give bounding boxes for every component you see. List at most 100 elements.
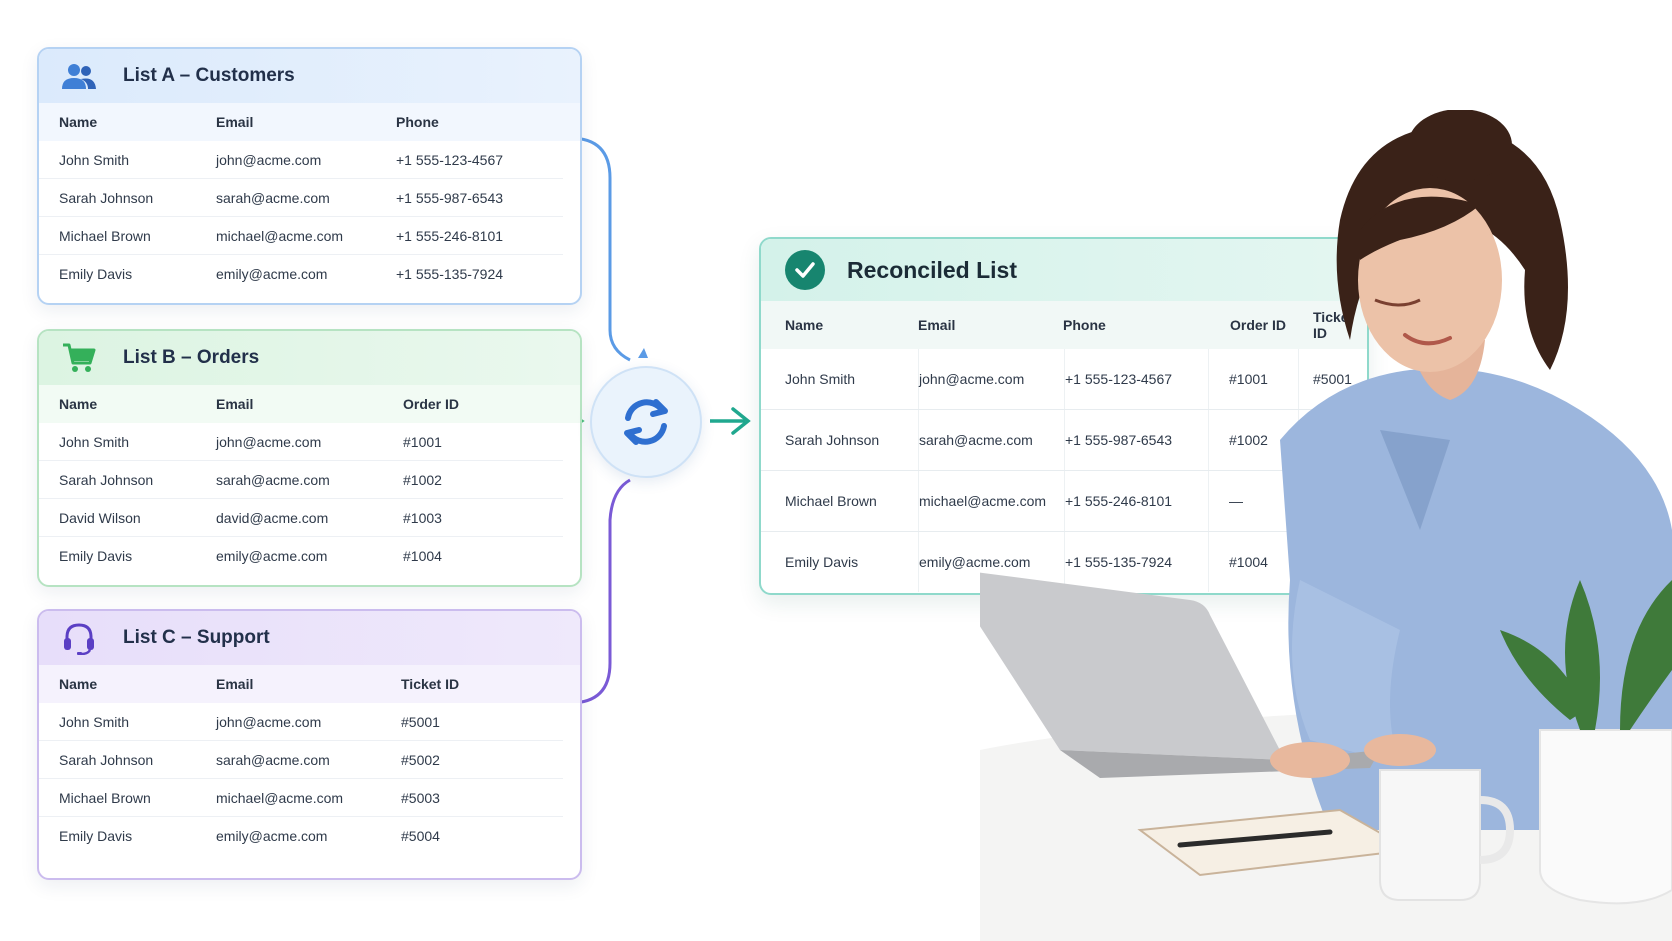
laptop-screen <box>980 572 1285 760</box>
reconciled-header: Reconciled List <box>761 239 1367 301</box>
cell-email: michael@acme.com <box>216 789 344 806</box>
cell-name: John Smith <box>59 433 130 450</box>
cell-name: Sarah Johnson <box>59 751 154 768</box>
cell-email: john@acme.com <box>216 151 322 168</box>
plant-pot <box>1539 729 1672 905</box>
table-row: David Wilson david@acme.com #1003 <box>39 499 563 537</box>
table-row: John Smith john@acme.com #5001 <box>39 703 563 741</box>
cell-name: John Smith <box>761 349 919 409</box>
column-header-order-id: Order ID <box>403 396 460 412</box>
table-row: Michael Brown michael@acme.com +1 555-24… <box>39 217 563 255</box>
cell-email: sarah@acme.com <box>216 471 330 488</box>
table-row: Michael Brown michael@acme.com +1 555-24… <box>761 471 1352 532</box>
list-c-column-headers: Name Email Ticket ID <box>39 665 580 703</box>
table-row: Emily Davis emily@acme.com #1004 <box>39 537 563 574</box>
table-row: Sarah Johnson sarah@acme.com +1 555-987-… <box>39 179 563 217</box>
cell-email: sarah@acme.com <box>216 189 330 206</box>
cell-phone: +1 555-246-8101 <box>1065 471 1209 531</box>
column-header-email: Email <box>216 114 254 130</box>
table-row: Sarah Johnson sarah@acme.com +1 555-987-… <box>761 410 1352 471</box>
check-icon <box>785 250 825 290</box>
cell-email: john@acme.com <box>216 713 322 730</box>
cell-ticket-id: #5003 <box>401 789 440 806</box>
plant-leaves <box>1500 580 1672 730</box>
cell-order-id: #1004 <box>403 547 442 564</box>
cell-ticket-id: #5001 <box>1313 371 1352 387</box>
column-header-phone: Phone <box>396 114 439 130</box>
list-a-title: List A – Customers <box>123 65 295 86</box>
cell-phone: +1 555-987-6543 <box>396 189 504 206</box>
list-a-header: List A – Customers <box>39 49 580 103</box>
cell-ticket-id: #5002 <box>401 751 440 768</box>
cell-name: Emily Davis <box>59 547 133 564</box>
list-c-header: List C – Support <box>39 611 580 665</box>
person-at-laptop-illustration <box>980 110 1672 941</box>
cell-order-id: #1001 <box>1209 349 1299 409</box>
cell-order-id: #1002 <box>403 471 442 488</box>
hair <box>1336 125 1568 370</box>
cell-name: Sarah Johnson <box>761 410 919 470</box>
cell-name: Michael Brown <box>761 471 919 531</box>
cell-phone: +1 555-123-4567 <box>1065 349 1209 409</box>
cell-name: David Wilson <box>59 509 141 526</box>
cell-email: emily@acme.com <box>216 265 328 282</box>
list-b-card: List B – Orders Name Email Order ID John… <box>37 329 582 587</box>
cell-email: john@acme.com <box>216 433 322 450</box>
reconciled-list-card: Reconciled List Name Email Phone Order I… <box>759 237 1369 595</box>
list-b-header: List B – Orders <box>39 331 580 385</box>
column-header-name: Name <box>59 114 98 130</box>
reconciled-column-headers: Name Email Phone Order ID Ticket ID <box>761 301 1367 349</box>
table-row: Emily Davis emily@acme.com +1 555-135-79… <box>39 255 563 292</box>
headset-icon <box>59 621 99 655</box>
column-header-name: Name <box>785 317 824 333</box>
cell-ticket-id: #5004 <box>401 827 440 844</box>
list-b-column-headers: Name Email Order ID <box>39 385 580 423</box>
users-icon <box>59 59 99 93</box>
list-c-card: List C – Support Name Email Ticket ID Jo… <box>37 609 582 880</box>
cell-email: michael@acme.com <box>216 227 344 244</box>
table-row: Sarah Johnson sarah@acme.com #1002 <box>39 461 563 499</box>
cell-email: sarah@acme.com <box>919 410 1065 470</box>
arm <box>1292 580 1400 765</box>
cell-name: John Smith <box>59 713 130 730</box>
table-row: Michael Brown michael@acme.com #5003 <box>39 779 563 817</box>
cell-email: emily@acme.com <box>919 532 1065 592</box>
column-header-email: Email <box>918 317 956 333</box>
cell-name: Emily Davis <box>761 532 919 592</box>
column-header-phone: Phone <box>1063 317 1106 333</box>
cell-ticket-id: #5001 <box>401 713 440 730</box>
cell-name: Michael Brown <box>59 789 151 806</box>
sync-button[interactable] <box>590 366 702 478</box>
table-row: John Smith john@acme.com +1 555-123-4567… <box>761 349 1352 410</box>
cell-phone: +1 555-246-8101 <box>396 227 504 244</box>
table-row: John Smith john@acme.com +1 555-123-4567 <box>39 141 563 179</box>
column-header-ticket-id: Ticket ID <box>401 676 460 692</box>
cell-email: sarah@acme.com <box>216 751 330 768</box>
connector-out-arrowhead <box>731 407 751 435</box>
cell-phone: +1 555-987-6543 <box>1065 410 1209 470</box>
cell-name: Emily Davis <box>59 827 133 844</box>
sync-icon <box>624 399 668 445</box>
cell-name: Sarah Johnson <box>59 471 154 488</box>
table-row: Emily Davis emily@acme.com #5004 <box>39 817 563 854</box>
list-c-title: List C – Support <box>123 627 270 648</box>
cell-email: michael@acme.com <box>919 471 1065 531</box>
list-a-card: List A – Customers Name Email Phone John… <box>37 47 582 305</box>
cell-order-id: #1001 <box>403 433 442 450</box>
cell-phone: +1 555-135-7924 <box>1065 532 1209 592</box>
mug <box>1379 769 1481 901</box>
column-header-order-id: Order ID <box>1230 317 1287 333</box>
reconciled-title: Reconciled List <box>847 256 1017 283</box>
cell-email: david@acme.com <box>216 509 329 526</box>
cell-name: Michael Brown <box>59 227 151 244</box>
column-header-name: Name <box>59 396 98 412</box>
cell-order-id: #1003 <box>403 509 442 526</box>
list-a-column-headers: Name Email Phone <box>39 103 580 141</box>
cell-phone: +1 555-135-7924 <box>396 265 504 282</box>
list-b-title: List B – Orders <box>123 347 260 368</box>
cell-email: john@acme.com <box>919 349 1065 409</box>
cart-icon <box>59 341 99 375</box>
cell-name: Emily Davis <box>59 265 133 282</box>
connector-a-arrowhead <box>638 348 648 358</box>
cell-phone: +1 555-123-4567 <box>396 151 504 168</box>
